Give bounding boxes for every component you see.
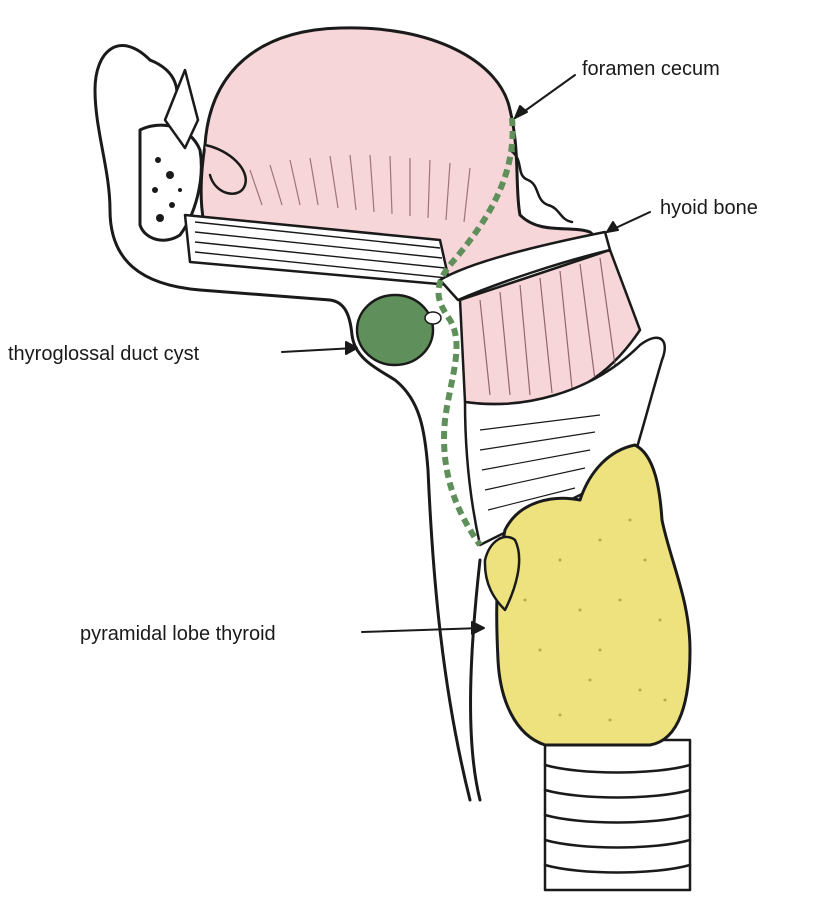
label-pyramidal-lobe-thyroid: pyramidal lobe thyroid (80, 623, 276, 645)
label-foramen-cecum: foramen cecum (582, 58, 720, 80)
label-thyroglossal-duct-cyst: thyroglossal duct cyst (8, 343, 200, 365)
label-hyoid-bone: hyoid bone (660, 197, 758, 219)
trachea (545, 740, 690, 890)
thyroglossal-duct-cyst (357, 295, 441, 365)
